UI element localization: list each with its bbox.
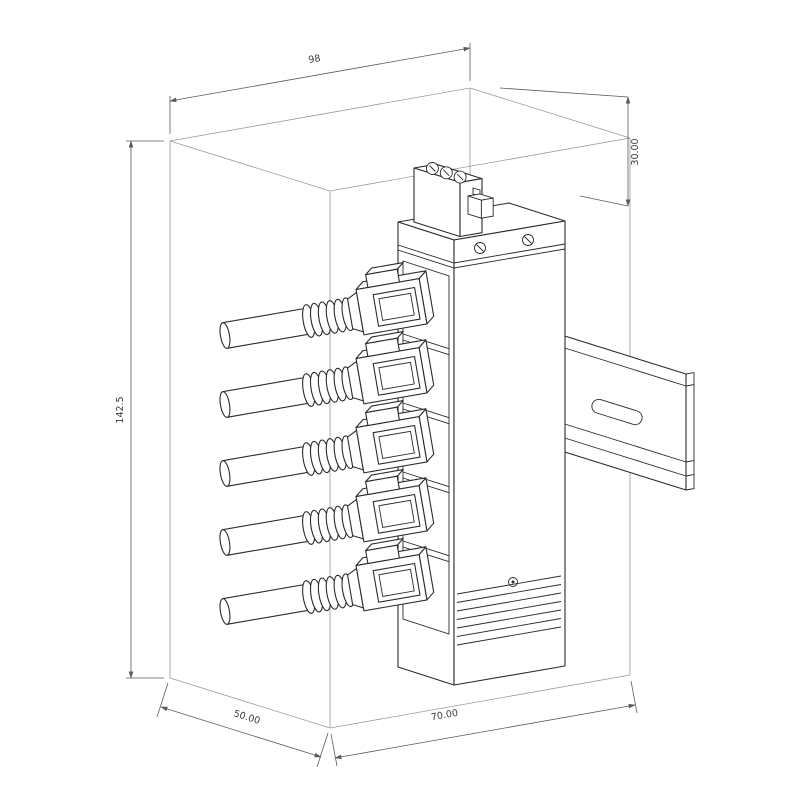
dimension-left-height: 142.5: [115, 140, 164, 679]
vent-slats: [456, 575, 562, 646]
lid-screw-2: [522, 234, 534, 246]
dimension-bottom-front-width: 70.00: [330, 680, 638, 767]
dimension-top-width: 98: [169, 43, 471, 134]
terminal-screw-2: [439, 166, 453, 180]
dimension-label: 50.00: [232, 708, 261, 727]
din-rail-end-profile: [685, 372, 695, 491]
din-rail-slot: [591, 398, 643, 426]
terminal-block: [413, 162, 494, 238]
rj45-cables: [212, 258, 436, 636]
aux-connector: [467, 187, 494, 219]
dimension-label: 30.00: [630, 138, 641, 165]
lid-screw-1: [474, 242, 486, 254]
dimension-bottom-left-depth: 50.00: [156, 682, 329, 768]
dimension-label: 98: [308, 53, 322, 66]
dimension-label: 70.00: [430, 708, 459, 723]
terminal-screw-1: [425, 162, 439, 175]
dimension-label: 142.5: [115, 396, 126, 423]
dimension-right-height: 30.00: [499, 87, 641, 207]
switch-right-face: [453, 220, 566, 686]
status-hole: [508, 577, 518, 587]
terminal-screw-3: [453, 170, 467, 184]
